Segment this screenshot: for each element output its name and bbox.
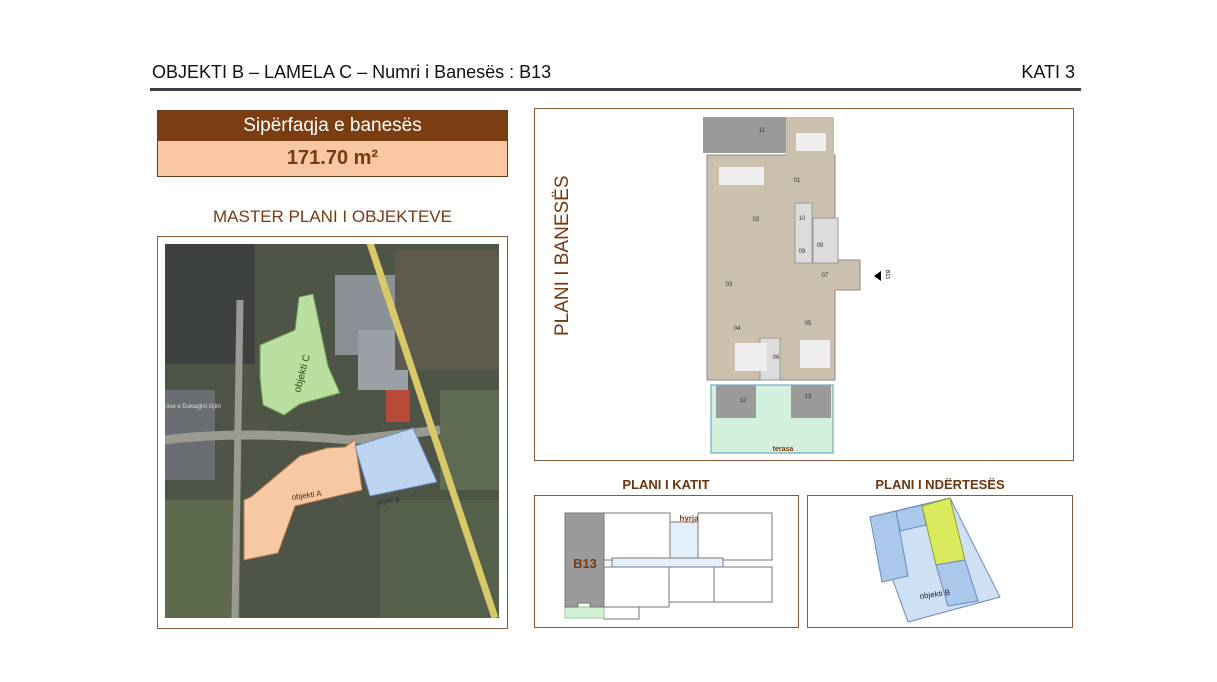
header-divider xyxy=(150,88,1081,91)
building-plan-frame xyxy=(807,495,1073,628)
floor-label: KATI 3 xyxy=(1021,62,1075,82)
page-title: OBJEKTI B – LAMELA C – Numri i Banesës :… xyxy=(152,62,552,82)
area-label: Sipërfaqja e banesës xyxy=(158,111,507,141)
building-plan-title: PLANI I NDËRTESËS xyxy=(875,477,1005,492)
apartment-plan-frame xyxy=(534,108,1074,461)
area-value: 171.70 m² xyxy=(158,141,507,176)
apartment-plan-title: PLANI I BANESËS xyxy=(552,175,573,336)
master-plan-title: MASTER PLANI I OBJEKTEVE xyxy=(212,207,452,226)
area-box: Sipërfaqja e banesës 171.70 m² xyxy=(157,110,508,177)
master-plan-frame xyxy=(157,236,508,629)
floor-plan-frame xyxy=(534,495,799,628)
floor-plan-title: PLANI I KATIT xyxy=(622,477,710,492)
